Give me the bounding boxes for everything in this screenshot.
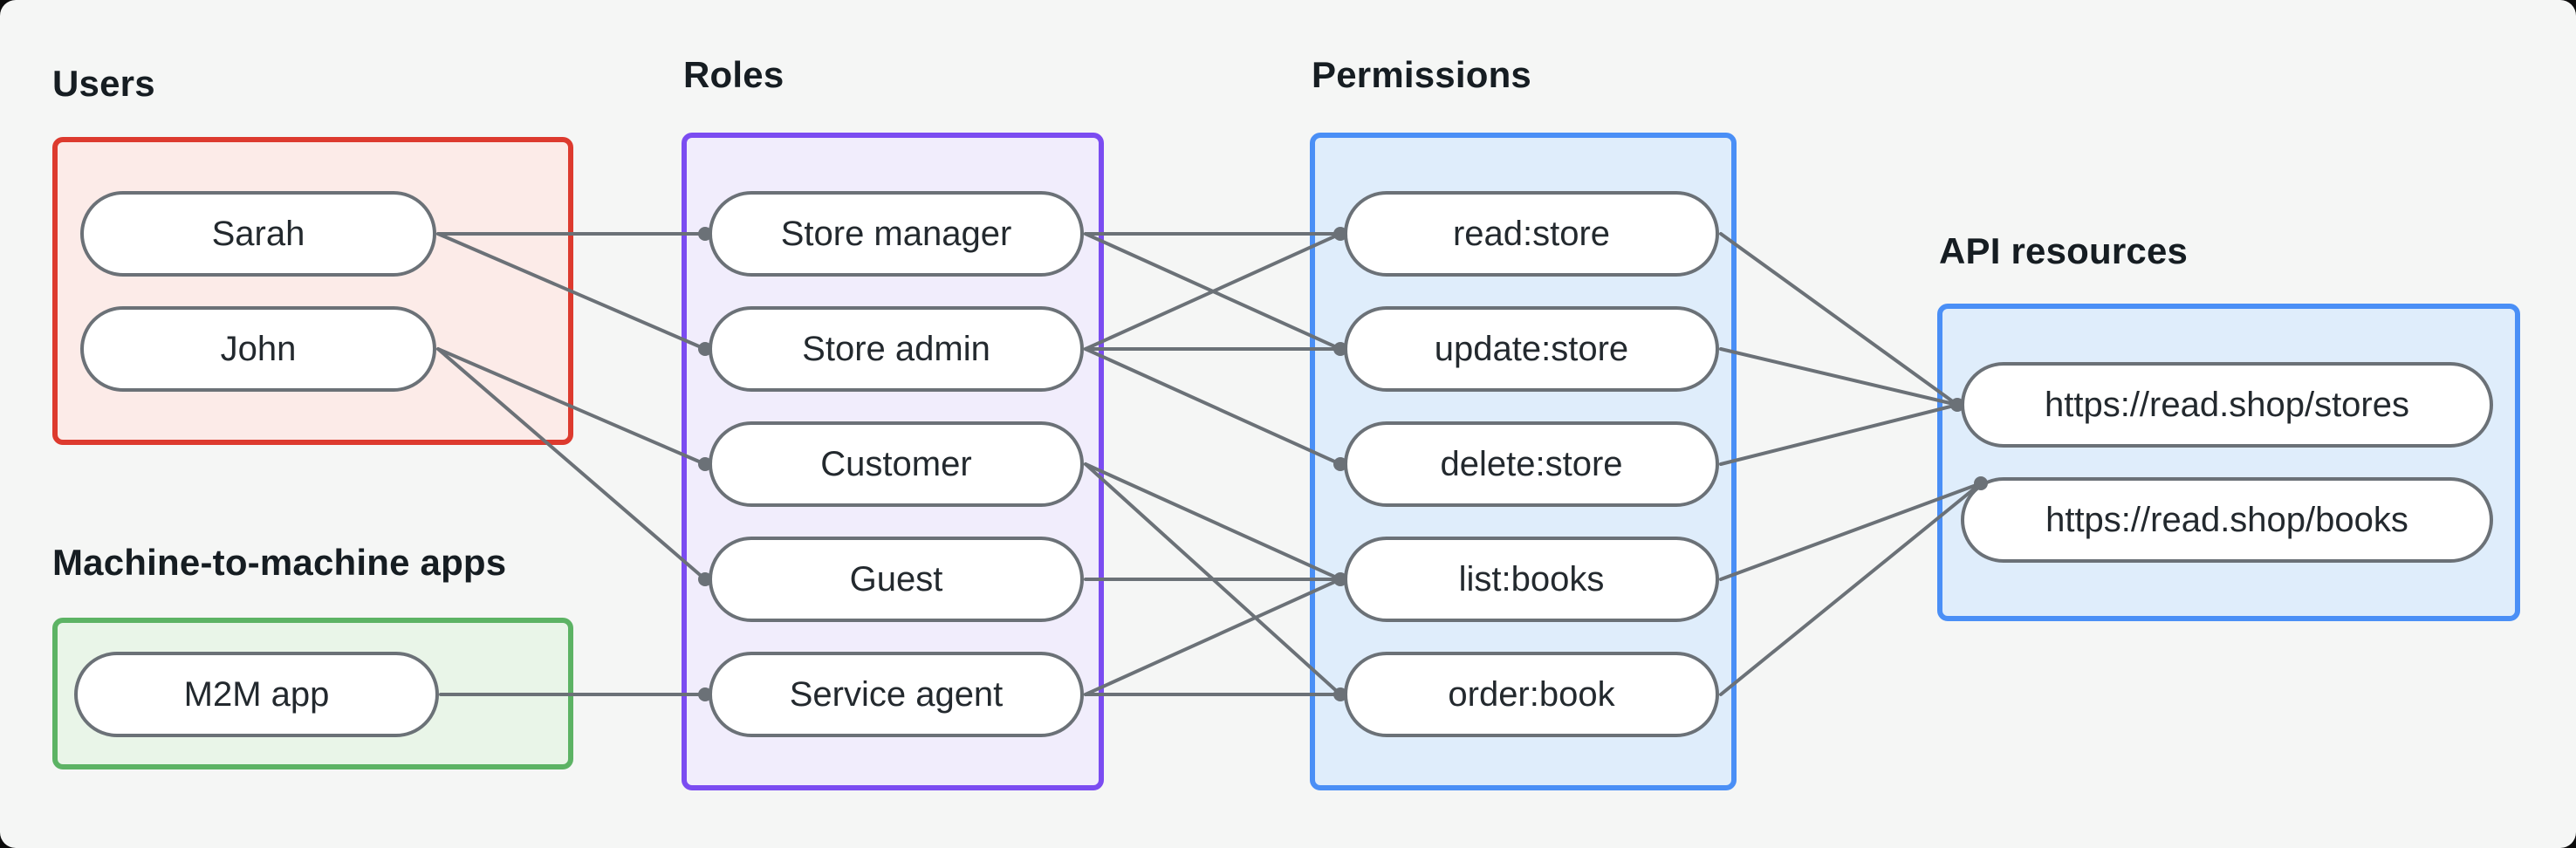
edge-delete-store-to-stores-api <box>1719 403 1959 466</box>
node-list-books: list:books <box>1344 537 1719 622</box>
node-service-agent: Service agent <box>709 652 1084 737</box>
node-sarah: Sarah <box>80 191 436 277</box>
group-roles-label: Roles <box>683 54 784 95</box>
group-users-box <box>52 137 573 445</box>
group-api-box <box>1937 304 2520 621</box>
node-order-book: order:book <box>1344 652 1719 737</box>
group-users-label: Users <box>52 63 155 104</box>
node-store-admin: Store admin <box>709 306 1084 392</box>
group-permissions-label: Permissions <box>1312 54 1531 95</box>
node-m2m-app: M2M app <box>74 652 439 737</box>
node-read-store: read:store <box>1344 191 1719 277</box>
node-delete-store: delete:store <box>1344 421 1719 507</box>
edge-store-manager-to-update-store <box>1084 232 1342 351</box>
node-customer: Customer <box>709 421 1084 507</box>
edge-store-admin-to-read-store <box>1084 232 1342 351</box>
group-m2m-label: Machine-to-machine apps <box>52 542 507 583</box>
node-john: John <box>80 306 436 392</box>
group-api-label: API resources <box>1939 230 2189 271</box>
node-books-api: https://read.shop/books <box>1961 477 2493 563</box>
node-store-manager: Store manager <box>709 191 1084 277</box>
edge-store-admin-to-delete-store <box>1084 347 1342 466</box>
node-stores-api: https://read.shop/stores <box>1961 362 2493 448</box>
edge-customer-to-order-book <box>1084 462 1342 696</box>
edge-read-store-to-stores-api <box>1719 232 1959 407</box>
node-guest: Guest <box>709 537 1084 622</box>
node-update-store: update:store <box>1344 306 1719 392</box>
edge-customer-to-list-books <box>1084 462 1342 581</box>
edge-service-agent-to-list-books <box>1084 578 1342 696</box>
edge-update-store-to-stores-api <box>1719 347 1959 407</box>
